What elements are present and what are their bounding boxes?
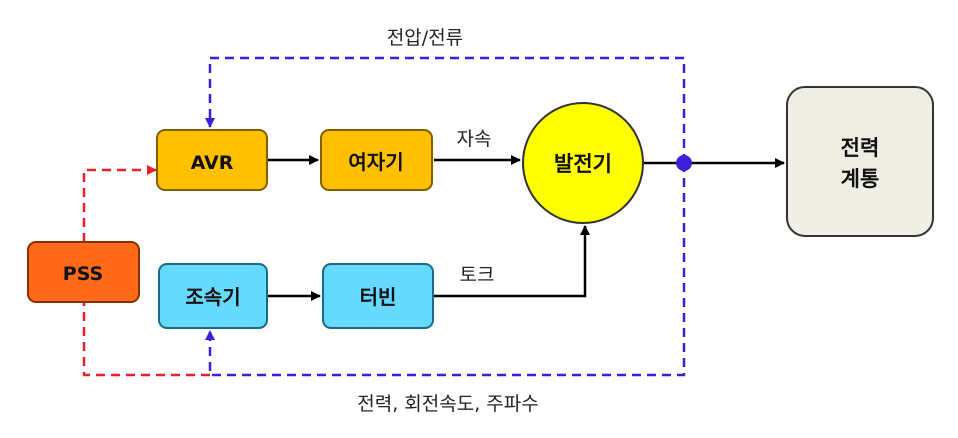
torque-label: 토크: [460, 264, 495, 286]
power-speed-frequency-feedback-line: [205, 163, 686, 377]
turbine-box: [322, 263, 434, 329]
voltage-current-label: 전압/전류: [387, 27, 463, 49]
avr-box: [156, 129, 268, 191]
voltage-current-feedback-line: [205, 56, 686, 163]
power-speed-frequency-label: 전력, 회전속도, 주파수: [357, 393, 538, 415]
power-grid-label-line1: 전력: [841, 136, 880, 160]
governor-box: [158, 263, 268, 329]
exciter-box: [320, 129, 433, 191]
turbine-to-generator-arrow: [434, 225, 590, 298]
exciter-label: 여자기: [348, 150, 403, 174]
measurement-junction-dot: [676, 155, 692, 171]
power-grid-label-line2: 계통: [841, 167, 880, 191]
power-grid-block: 전력 계통: [786, 86, 934, 237]
avr-label: AVR: [191, 152, 234, 174]
avr-block: AVR: [156, 129, 268, 191]
turbine-label: 터빈: [360, 285, 397, 309]
pss-block: PSS: [27, 241, 140, 303]
power-grid-box: [786, 86, 934, 237]
pss-label: PSS: [63, 263, 103, 285]
governor-block: 조속기: [158, 263, 268, 329]
turbine-block: 터빈: [322, 263, 434, 329]
exciter-block: 여자기: [320, 129, 433, 191]
generator-block: 발전기: [522, 102, 644, 224]
governor-label: 조속기: [185, 285, 240, 309]
generator-circle: [522, 102, 644, 224]
pss-output-line: [82, 165, 157, 242]
flux-label: 자속: [457, 128, 492, 150]
generator-label: 발전기: [554, 152, 612, 176]
pss-box: [27, 241, 140, 303]
pss-input-line: [82, 300, 210, 377]
